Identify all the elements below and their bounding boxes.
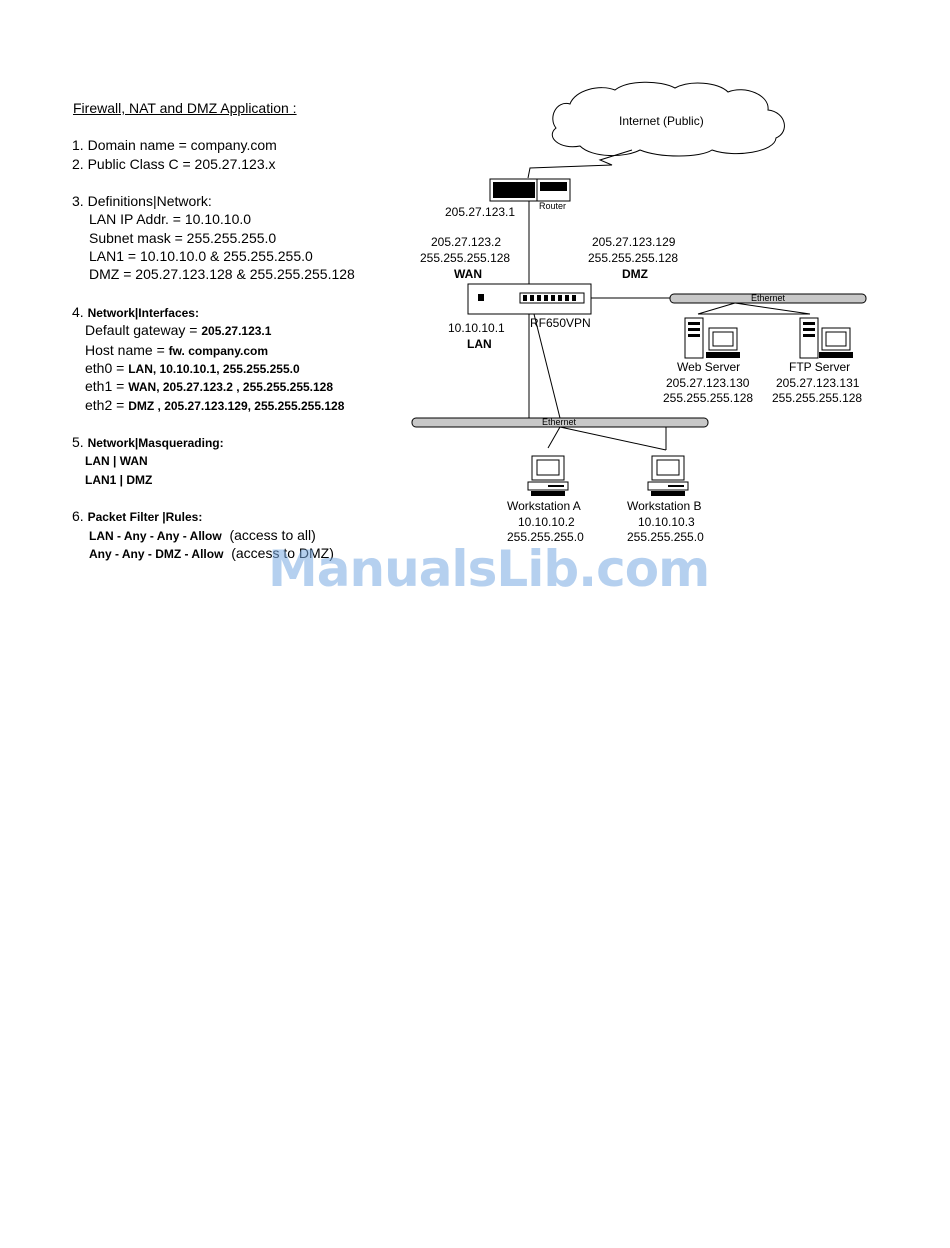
section-3-line: Subnet mask = 255.255.255.0 xyxy=(89,230,277,246)
ftp-server-name: FTP Server xyxy=(789,360,851,374)
section-3-heading: Definitions|Network: xyxy=(87,193,212,209)
router-label: Router xyxy=(539,201,567,211)
bus-drop-line xyxy=(547,426,561,449)
ftp-server-icon xyxy=(799,317,853,359)
section-1: 1. Domain name = company.com xyxy=(72,138,277,152)
section-5-heading: Network|Masquerading: xyxy=(87,436,224,450)
ftp-server-ip: 205.27.123.131 xyxy=(776,376,860,390)
section-4-label: eth0 = xyxy=(85,360,129,376)
web-server-ip: 205.27.123.130 xyxy=(666,376,750,390)
section-4-heading: Network|Interfaces: xyxy=(87,306,199,320)
bus-drop-line xyxy=(559,426,667,451)
section-4-line: eth0 = LAN, 10.10.10.1, 255.255.255.0 xyxy=(85,361,300,375)
rule-text: Any - Any - DMZ - Allow xyxy=(89,547,224,561)
router-ip: 205.27.123.1 xyxy=(445,205,516,219)
section-4-number: 4. xyxy=(72,304,84,320)
section-6-rule: LAN - Any - Any - Allow (access to all) xyxy=(89,528,316,542)
section-3-line: LAN IP Addr. = 10.10.10.0 xyxy=(89,211,252,227)
wan-label: WAN xyxy=(454,267,482,281)
router-icon xyxy=(489,178,571,202)
lan-label: LAN xyxy=(467,337,492,351)
section-6-rule: Any - Any - DMZ - Allow (access to DMZ) xyxy=(89,546,334,560)
lan-link-line xyxy=(533,313,561,419)
section-6-heading: Packet Filter |Rules: xyxy=(87,510,203,524)
section-1-number: 1. xyxy=(72,137,84,153)
dmz-ip: 205.27.123.129 xyxy=(592,235,676,249)
section-3-number: 3. xyxy=(72,193,84,209)
section-2-text: Public Class C = 205.27.123.x xyxy=(87,156,276,172)
rule-text: LAN - Any - Any - Allow xyxy=(89,529,222,543)
internet-cloud-icon xyxy=(551,81,785,157)
section-4-line: Default gateway = 205.27.123.1 xyxy=(85,323,271,337)
section-5-number: 5. xyxy=(72,434,84,450)
lan-ip: 10.10.10.1 xyxy=(448,321,505,335)
internet-label: Internet (Public) xyxy=(619,114,704,128)
wan-ip: 205.27.123.2 xyxy=(431,235,502,249)
dmz-ethernet-bus xyxy=(669,293,867,304)
rule-note: (access to all) xyxy=(229,527,316,543)
internet-link-line xyxy=(527,149,633,179)
firewall-device-icon xyxy=(467,283,592,315)
section-4-value: fw. company.com xyxy=(168,344,269,358)
device-label: RF650VPN xyxy=(530,316,591,330)
section-3-line: DMZ = 205.27.123.128 & 255.255.255.128 xyxy=(89,266,355,282)
section-1-text: Domain name = company.com xyxy=(87,137,277,153)
section-6-number: 6. xyxy=(72,508,84,524)
section-4-title: 4. Network|Interfaces: xyxy=(72,305,199,319)
web-server-icon xyxy=(684,317,740,359)
bus-drop-line xyxy=(734,302,811,315)
section-5-line: LAN | WAN xyxy=(85,454,148,468)
watermark: ManualsLib.com xyxy=(268,540,710,598)
section-4-value: DMZ , 205.27.123.129, 255.255.255.128 xyxy=(128,399,345,413)
section-4-value: LAN, 10.10.10.1, 255.255.255.0 xyxy=(128,362,300,376)
section-4-label: eth1 = xyxy=(85,378,129,394)
wan-mask: 255.255.255.128 xyxy=(420,251,511,265)
section-4-label: eth2 = xyxy=(85,397,129,413)
section-4-line: Host name = fw. company.com xyxy=(85,343,268,357)
section-5-line: LAN1 | DMZ xyxy=(85,473,153,487)
web-server-mask: 255.255.255.128 xyxy=(663,391,754,405)
section-4-label: Default gateway = xyxy=(85,322,202,338)
section-2-number: 2. xyxy=(72,156,84,172)
section-3-line: LAN1 = 10.10.10.0 & 255.255.255.0 xyxy=(89,248,313,264)
section-6-title: 6. Packet Filter |Rules: xyxy=(72,509,202,523)
section-4-line: eth2 = DMZ , 205.27.123.129, 255.255.255… xyxy=(85,398,344,412)
section-5-title: 5. Network|Masquerading: xyxy=(72,435,224,449)
web-server-name: Web Server xyxy=(677,360,741,374)
section-3-title: 3. Definitions|Network: xyxy=(72,194,212,208)
workstation-b-mask: 255.255.255.0 xyxy=(627,530,704,544)
rule-note: (access to DMZ) xyxy=(231,545,334,561)
workstation-b-icon xyxy=(647,455,689,496)
workstation-b-ip: 10.10.10.3 xyxy=(638,515,695,529)
section-4-value: 205.27.123.1 xyxy=(201,324,272,338)
workstation-a-name: Workstation A xyxy=(507,499,581,513)
workstation-a-ip: 10.10.10.2 xyxy=(518,515,575,529)
bus-drop-line xyxy=(697,302,736,315)
dmz-label: DMZ xyxy=(622,267,648,281)
dmz-ethernet-label: Ethernet xyxy=(751,293,786,303)
section-4-line: eth1 = WAN, 205.27.123.2 , 255.255.255.1… xyxy=(85,379,333,393)
dmz-mask: 255.255.255.128 xyxy=(588,251,679,265)
section-2: 2. Public Class C = 205.27.123.x xyxy=(72,157,276,171)
section-4-label: Host name = xyxy=(85,342,169,358)
page-heading: Firewall, NAT and DMZ Application : xyxy=(73,100,297,116)
workstation-b-name: Workstation B xyxy=(627,499,702,513)
section-4-value: WAN, 205.27.123.2 , 255.255.255.128 xyxy=(128,380,334,394)
workstation-a-icon xyxy=(527,455,569,496)
ftp-server-mask: 255.255.255.128 xyxy=(772,391,863,405)
lan-ethernet-label: Ethernet xyxy=(542,417,577,427)
workstation-a-mask: 255.255.255.0 xyxy=(507,530,584,544)
